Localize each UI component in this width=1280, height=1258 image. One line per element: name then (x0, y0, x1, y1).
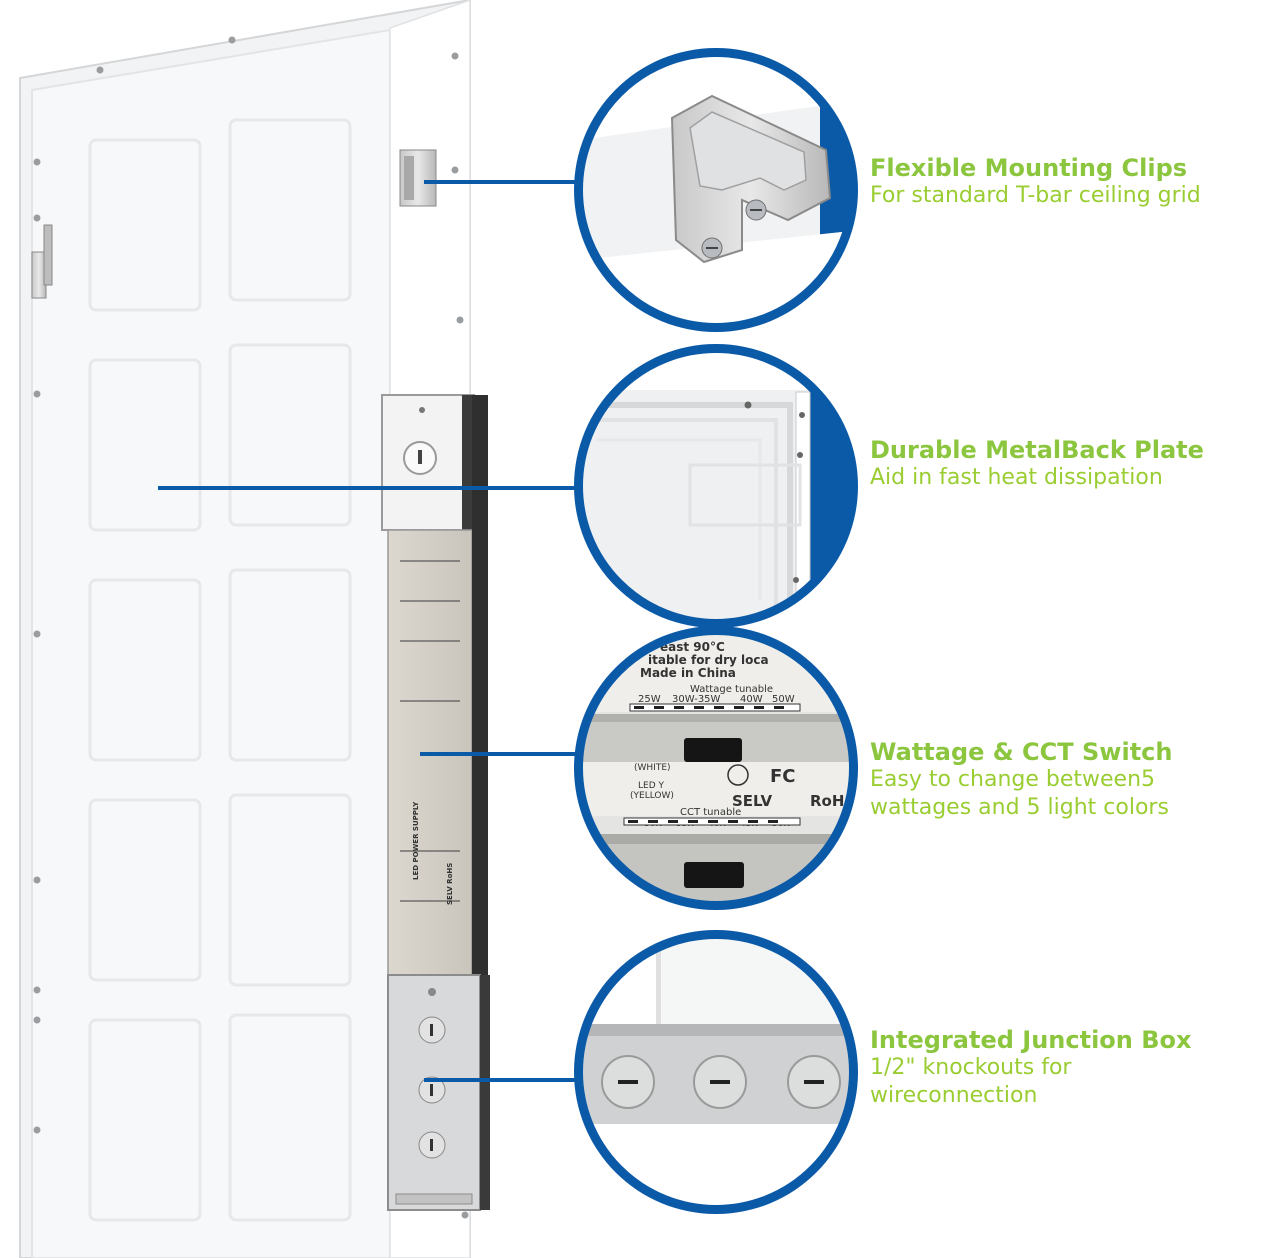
feature-desc: For standard T-bar ceiling grid (870, 183, 1201, 208)
feature-back-plate: Durable MetalBack Plate Aid in fast heat… (870, 436, 1270, 492)
wattage-50w: 50W (772, 694, 795, 705)
white-label: (WHITE) (634, 763, 671, 773)
driver-selv: SELV RoHS (446, 863, 454, 905)
selv-mark: SELV (732, 792, 773, 810)
led-y-label: LED Y (638, 781, 664, 791)
left-mounting-clip (31, 224, 53, 299)
panel-back (19, 0, 471, 1258)
wattage-40w: 40W (740, 694, 763, 705)
feature-junction-box: Integrated Junction Box 1/2" knockouts f… (870, 1026, 1270, 1110)
feature-desc: Easy to change between5 wattages and 5 l… (870, 767, 1169, 820)
wattage-25w: 25W (638, 694, 661, 705)
mounting-clip-detail (670, 94, 832, 264)
feature-title: Integrated Junction Box (870, 1026, 1192, 1054)
fc-mark: FC (770, 766, 796, 787)
switch-label-line1: east 90°C (660, 640, 725, 654)
leader-lines (158, 180, 580, 1082)
driver-title: LED POWER SUPPLY (412, 801, 420, 880)
wattage-30w-35w: 30W-35W (672, 694, 721, 705)
wattage-title: Wattage tunable (690, 684, 773, 695)
junction-box-bottom (387, 974, 490, 1211)
callout-circle-back-plate (574, 344, 858, 628)
right-mounting-clip (399, 149, 437, 207)
feature-title: Durable MetalBack Plate (870, 436, 1204, 464)
switch-label-line3: Made in China (640, 666, 736, 680)
yellow-label: (YELLOW) (630, 791, 674, 801)
junction-box-top (381, 394, 484, 531)
rohs-mark: RoH (810, 792, 844, 810)
cct-title: CCT tunable (680, 807, 741, 818)
feature-desc: 1/2" knockouts for wireconnection (870, 1055, 1072, 1108)
wattage-switch[interactable] (684, 738, 742, 762)
knockouts (601, 1055, 841, 1109)
callout-circle-junction-box (574, 930, 858, 1214)
switch-label-line2: itable for dry loca (648, 653, 769, 667)
callout-circle-switch: east 90°C itable for dry loca Made in Ch… (574, 626, 858, 910)
callout-circle-mounting-clip (574, 48, 858, 332)
feature-desc: Aid in fast heat dissipation (870, 465, 1163, 490)
feature-switch: Wattage & CCT Switch Easy to change betw… (870, 738, 1270, 822)
feature-mounting-clips: Flexible Mounting Clips For standard T-b… (870, 154, 1270, 210)
feature-title: Flexible Mounting Clips (870, 154, 1188, 182)
cct-switch[interactable] (684, 862, 744, 888)
feature-title: Wattage & CCT Switch (870, 738, 1173, 766)
